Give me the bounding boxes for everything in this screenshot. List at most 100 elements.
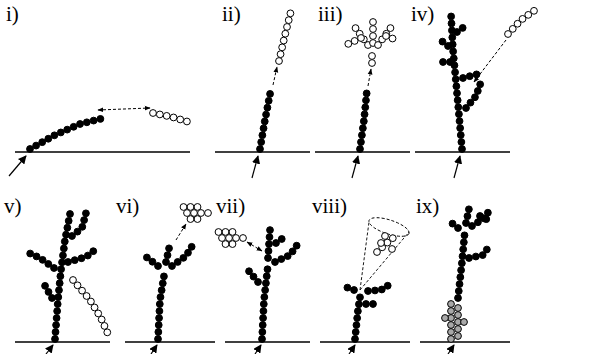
open-particle xyxy=(170,114,177,121)
black-particle xyxy=(90,248,97,255)
black-particle xyxy=(156,315,163,322)
black-particle xyxy=(460,246,467,253)
black-particle xyxy=(260,308,267,315)
black-particle xyxy=(459,253,466,260)
black-particle xyxy=(456,281,463,288)
black-particle xyxy=(272,259,279,266)
grey-particle xyxy=(455,312,462,319)
black-particle xyxy=(61,238,68,245)
black-particle xyxy=(158,287,165,294)
black-particle xyxy=(449,220,456,227)
black-particle xyxy=(161,273,168,280)
motion-arrow xyxy=(368,69,371,86)
black-particle xyxy=(278,256,285,263)
black-particle xyxy=(58,266,65,273)
black-particle xyxy=(79,223,86,230)
black-particle xyxy=(352,336,359,343)
black-particle xyxy=(57,273,64,280)
black-particle xyxy=(360,118,367,125)
open-particle xyxy=(229,241,236,248)
black-particle xyxy=(163,259,170,266)
substrate-line xyxy=(15,151,190,153)
grey-particle xyxy=(448,308,455,315)
black-particle xyxy=(483,216,490,223)
particles-layer xyxy=(27,7,538,342)
sampling-cone xyxy=(360,222,409,290)
black-particle xyxy=(477,81,484,88)
black-particle xyxy=(156,308,163,315)
black-particle xyxy=(33,253,40,260)
panel-label: i) xyxy=(6,4,19,25)
black-particle xyxy=(455,288,462,295)
black-particle xyxy=(188,243,195,250)
black-particle xyxy=(54,308,61,315)
open-particle xyxy=(389,35,396,42)
black-particle xyxy=(365,288,372,295)
open-particle xyxy=(222,229,229,236)
open-particle xyxy=(276,58,283,65)
black-particle xyxy=(159,280,166,287)
black-particle xyxy=(264,104,271,111)
black-particle xyxy=(263,273,270,280)
open-particle xyxy=(345,40,352,47)
open-particle xyxy=(194,216,201,223)
black-particle xyxy=(448,13,455,20)
open-particle xyxy=(287,10,294,17)
black-particle xyxy=(453,83,460,90)
black-particle xyxy=(452,69,459,76)
black-particle xyxy=(261,118,268,125)
black-particle xyxy=(67,211,74,218)
open-particle xyxy=(215,229,222,236)
black-particle xyxy=(460,239,467,246)
black-particle xyxy=(357,294,364,301)
black-particle xyxy=(52,329,59,336)
incoming-arrow xyxy=(252,156,258,178)
black-particle xyxy=(362,104,369,111)
black-particle xyxy=(55,294,62,301)
black-particle xyxy=(56,287,63,294)
panel-label: ii) xyxy=(222,4,241,25)
grey-particle xyxy=(442,315,449,322)
black-particle xyxy=(457,132,464,139)
panel-label: viii) xyxy=(312,196,347,217)
open-particle xyxy=(163,112,170,119)
panel-label: vi) xyxy=(116,196,139,217)
incoming-arrow xyxy=(255,345,261,354)
black-particle xyxy=(266,234,273,241)
black-particle xyxy=(166,245,173,252)
open-particle xyxy=(370,33,377,40)
grey-particle xyxy=(448,329,455,336)
black-particle xyxy=(465,206,472,213)
black-particle xyxy=(384,282,391,289)
open-particle xyxy=(180,204,187,211)
black-particle xyxy=(83,210,90,217)
black-particle xyxy=(484,209,491,216)
black-particle xyxy=(459,146,466,153)
black-particle xyxy=(52,336,59,343)
black-particle xyxy=(353,322,360,329)
black-particle xyxy=(354,315,361,322)
black-particle xyxy=(460,75,467,82)
black-particle xyxy=(278,236,285,243)
black-particle xyxy=(259,329,266,336)
open-particle xyxy=(280,37,287,44)
black-particle xyxy=(359,132,366,139)
black-particle xyxy=(363,90,370,97)
black-particle xyxy=(440,59,447,66)
black-particle xyxy=(459,24,466,31)
black-particle xyxy=(71,257,78,264)
black-particle xyxy=(344,284,351,291)
black-particle xyxy=(260,315,267,322)
open-particle xyxy=(279,44,286,51)
black-particle xyxy=(448,20,455,27)
motion-arrow xyxy=(98,108,150,110)
substrate-line xyxy=(420,341,510,343)
open-particle xyxy=(104,329,111,336)
grey-particle xyxy=(448,322,455,329)
black-particle xyxy=(363,97,370,104)
black-particle xyxy=(56,280,63,287)
sampling-cone-cap xyxy=(367,214,411,240)
open-particle xyxy=(194,204,201,211)
black-particle xyxy=(454,97,461,104)
black-particle xyxy=(450,48,457,55)
